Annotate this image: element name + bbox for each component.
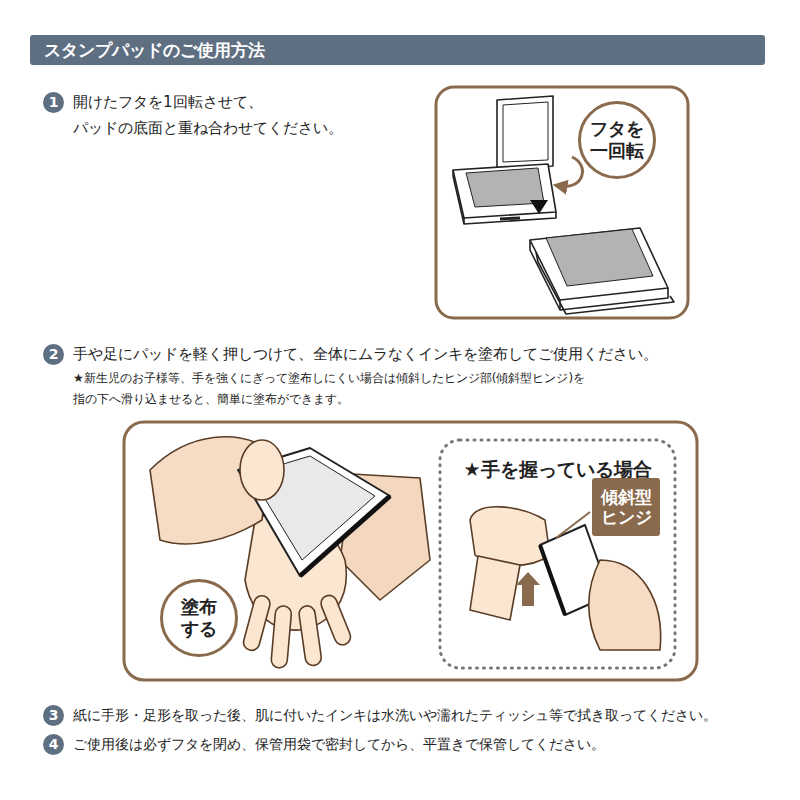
step-text: 紙に手形・足形を取った後、肌に付いたインキは水洗いや濡れたティッシュ等で拭き取っ… <box>73 704 793 726</box>
step-number: 4 <box>43 734 64 755</box>
step-number-text: 2 <box>49 346 59 363</box>
step-number: 3 <box>43 705 64 726</box>
closed-pad-figure <box>530 228 674 314</box>
node-text: 塗布 する <box>169 596 228 639</box>
rotate-arrow <box>560 157 582 186</box>
dotted-frame-outline <box>440 440 675 668</box>
circle-shape <box>43 344 64 365</box>
illustration-frame <box>436 87 688 318</box>
circle-shape <box>162 581 237 656</box>
note-text: ★新生児のお子様等、手を強くにぎって塗布しにくい場合は傾斜したヒンジ部(傾斜型ヒ… <box>73 368 713 410</box>
step-text: ご使用後は必ずフタを閉め、保管用袋で密封してから、平置きで保管してください。 <box>73 733 793 755</box>
case-box: ★手を握っている場合傾斜型 ヒンジ <box>440 440 675 668</box>
step-number-text: 1 <box>49 94 59 111</box>
hand-application-figure <box>150 437 430 669</box>
callout-circle: フタを 一回転 <box>578 101 656 179</box>
circle-shape <box>43 92 64 113</box>
step-number-text: 3 <box>49 707 59 724</box>
leader-line <box>556 512 590 538</box>
step-text: 手や足にパッドを軽く押しつけて、全体にムラなくインキを塗布してご使用ください。 <box>73 343 773 365</box>
circle-shape <box>43 705 64 726</box>
title-text: スタンプパッドのご使用方法 <box>30 39 265 62</box>
push-arrow <box>516 572 540 606</box>
down-triangle <box>530 200 548 214</box>
node-text: 傾斜型 ヒンジ <box>598 487 654 528</box>
open-pad-figure <box>453 96 556 224</box>
illustration-frame <box>124 422 697 680</box>
step-number: 1 <box>43 92 64 113</box>
circle-shape <box>43 734 64 755</box>
hinge-label: 傾斜型 ヒンジ <box>592 478 660 536</box>
callout-circle: 塗布 する <box>160 579 238 657</box>
step-text: 開けたフタを1回転させて、 パッドの底面と重ね合わせてください。 <box>73 89 403 141</box>
node-text: フタを 一回転 <box>587 118 646 161</box>
step-number-text: 4 <box>49 736 59 753</box>
circle-shape <box>580 103 655 178</box>
step-number: 2 <box>43 344 64 365</box>
title-band: スタンプパッドのご使用方法 <box>30 35 765 65</box>
